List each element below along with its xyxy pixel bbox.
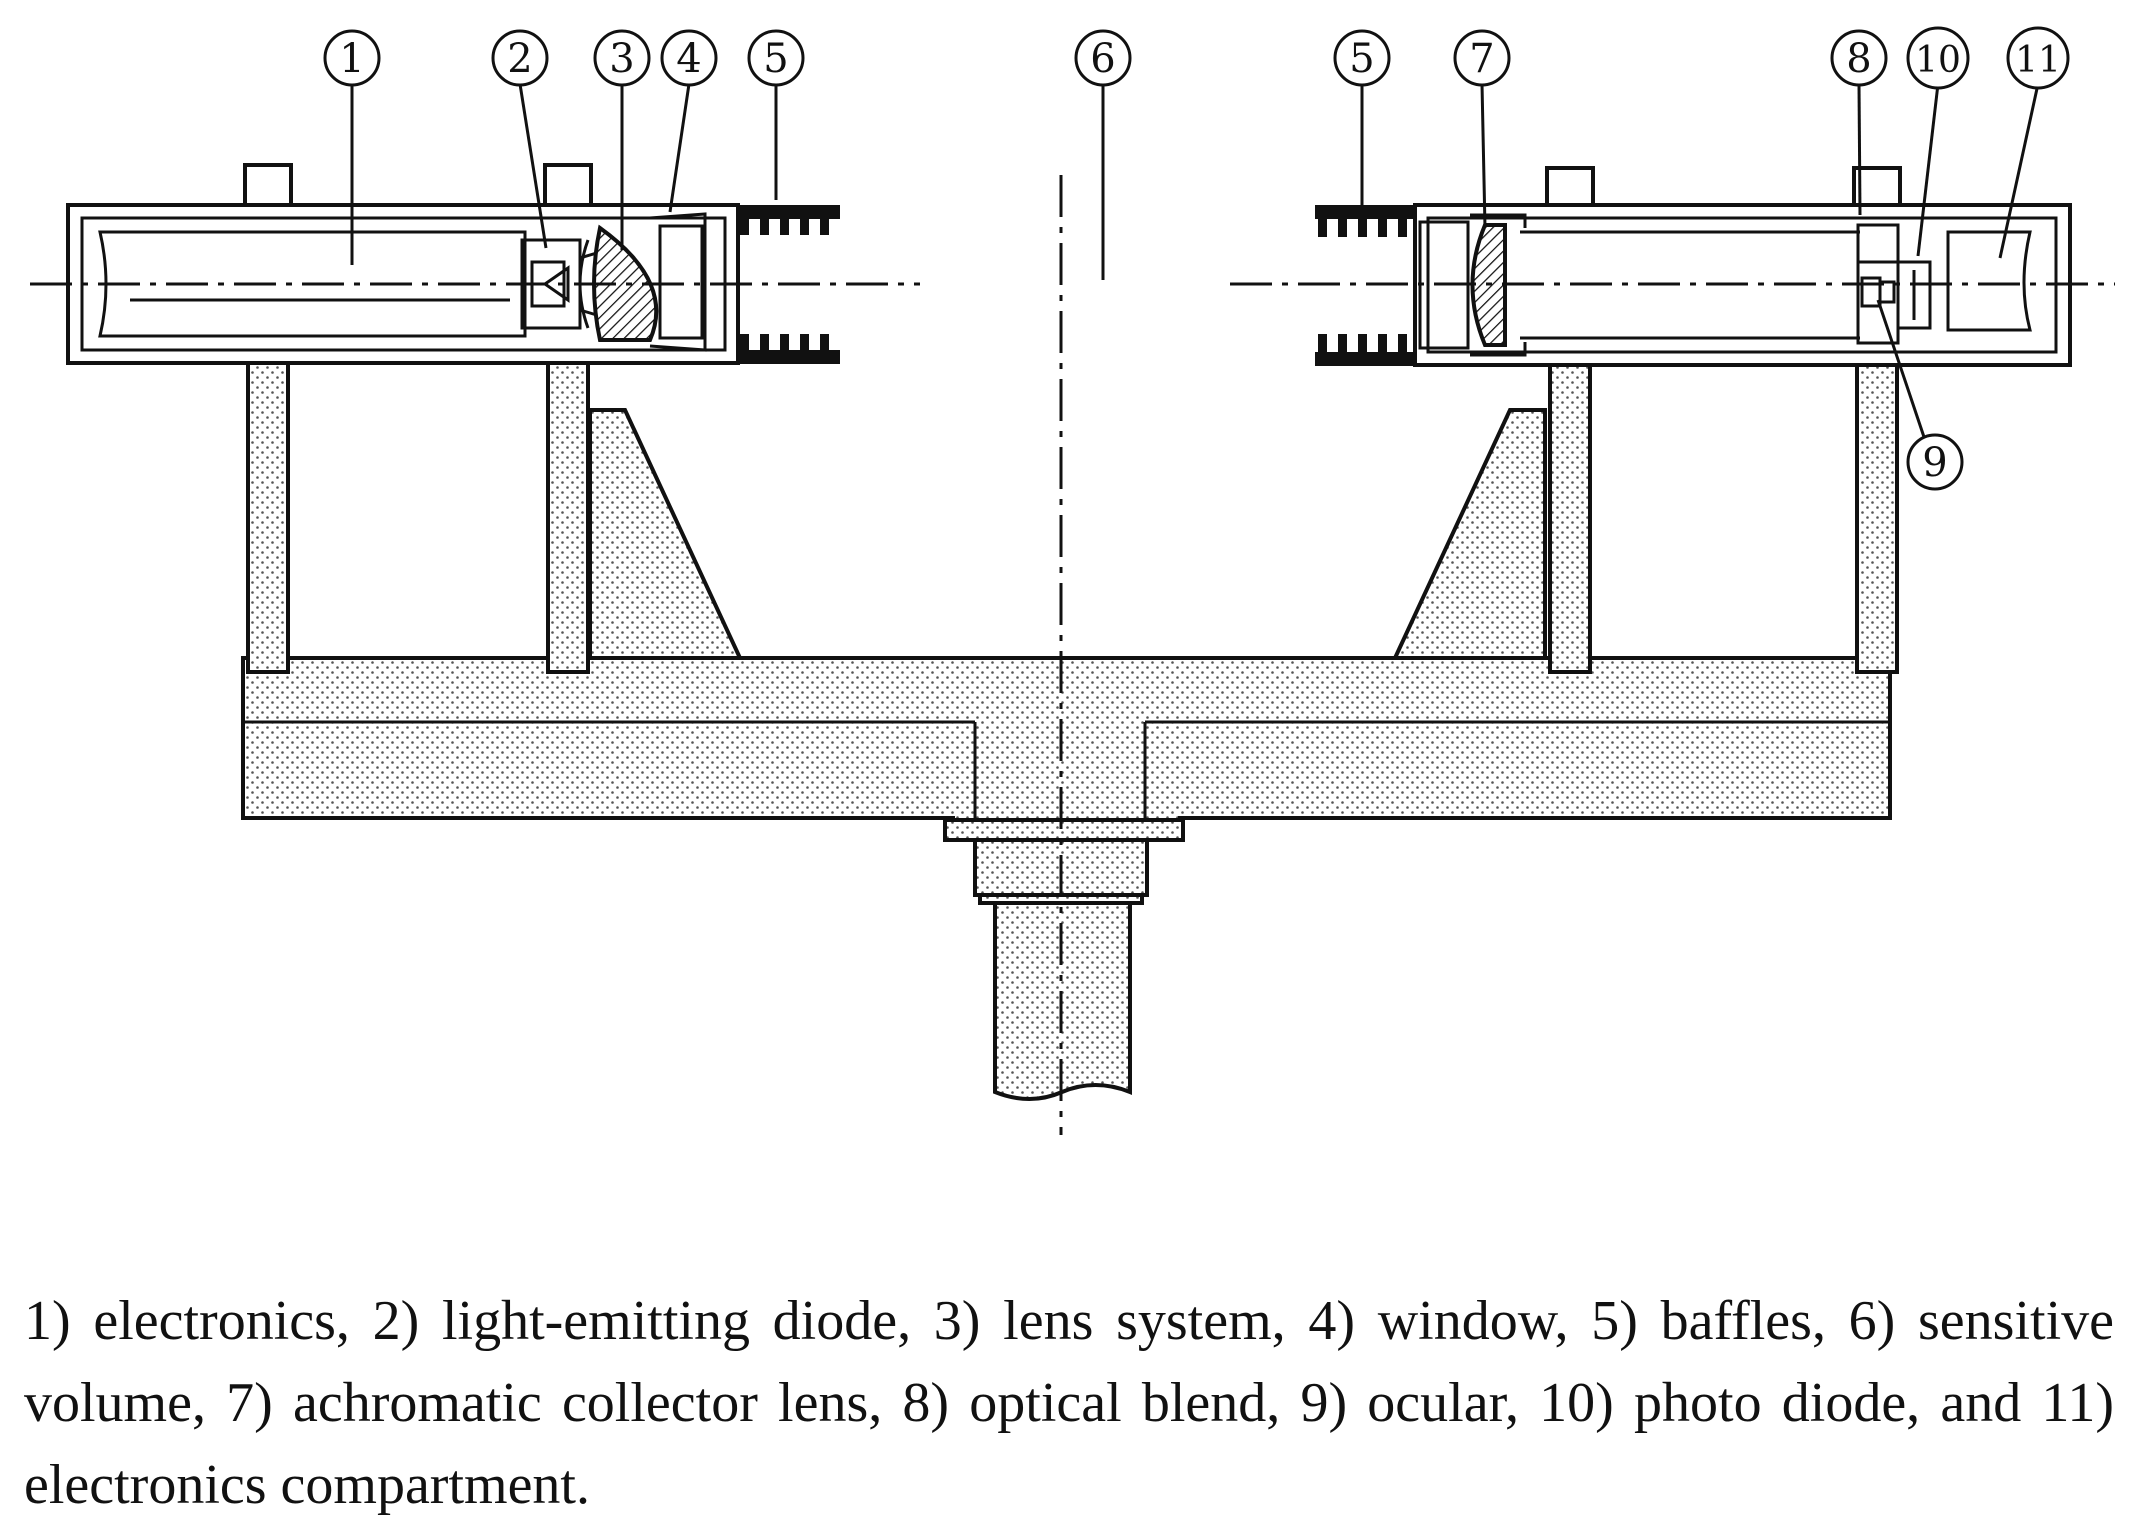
photo-diode [1896, 260, 1932, 330]
callout-8: 8 [1830, 29, 1888, 87]
callout-2: 2 [491, 29, 549, 87]
base-frame [241, 656, 1892, 827]
callout-11: 11 [2006, 26, 2070, 90]
callout-9-number: 9 [1922, 440, 1947, 486]
ocular [1860, 276, 1896, 308]
callout-6: 6 [1074, 29, 1132, 87]
callout-1-number: 1 [339, 36, 364, 82]
callout-5-left-number: 5 [763, 36, 788, 82]
figure-caption: 1) electronics, 2) light-emitting diode,… [24, 1290, 2114, 1516]
callout-1: 1 [323, 29, 381, 87]
callout-4-number: 4 [676, 36, 701, 82]
callout-9: 9 [1906, 433, 1964, 491]
callout-5-left: 5 [747, 29, 805, 87]
callout-6-number: 6 [1090, 36, 1115, 82]
left-outer-post [243, 163, 293, 674]
callout-7: 7 [1453, 29, 1511, 87]
callout-10-number: 10 [1915, 40, 1961, 81]
left-baffles [738, 205, 840, 364]
left-inner-post [543, 163, 593, 674]
callout-3-number: 3 [609, 36, 634, 82]
callout-11-number: 11 [2015, 40, 2061, 81]
callout-3: 3 [593, 29, 651, 87]
electronics-compartment [1946, 230, 2032, 332]
lens-system [592, 224, 659, 342]
right-wedge-support [1391, 408, 1547, 660]
callout-7-number: 7 [1469, 36, 1494, 82]
callout-2-number: 2 [507, 36, 532, 82]
mounting-stem [943, 818, 1185, 1101]
callout-10: 10 [1906, 26, 1970, 90]
right-baffles [1315, 205, 1415, 366]
callout-8-number: 8 [1846, 36, 1871, 82]
callout-5-right: 5 [1333, 29, 1391, 87]
callout-5-right-number: 5 [1349, 36, 1374, 82]
right-inner-post [1545, 166, 1595, 674]
leader-lines [350, 83, 2040, 441]
emitter-window [649, 212, 707, 352]
left-wedge-support [588, 408, 744, 660]
callout-4: 4 [660, 29, 718, 87]
